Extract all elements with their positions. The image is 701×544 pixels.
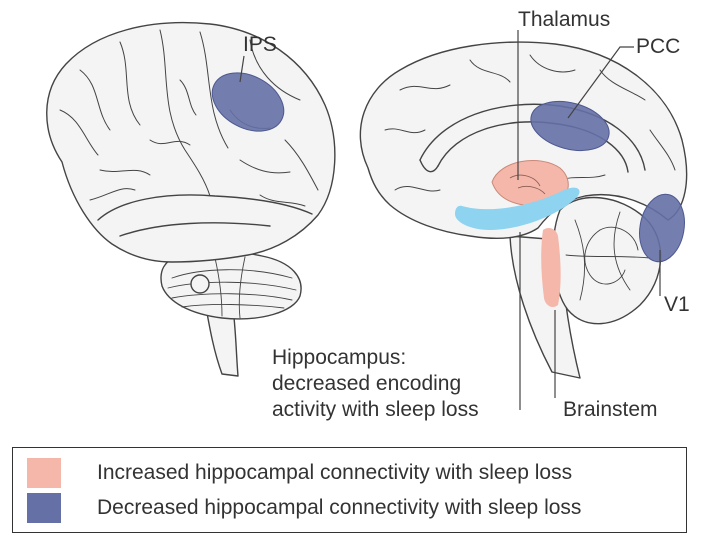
brain-illustration: [46, 21, 688, 410]
brain-diagram: IPS Thalamus PCC V1 Hippocampus: decreas…: [46, 8, 690, 421]
hippocampus-region: [455, 187, 580, 230]
temporal-lobe-line: [97, 194, 313, 221]
ips-region: [211, 72, 285, 132]
legend: Increased hippocampal connectivity with …: [12, 447, 687, 533]
cerebellum-folia: [167, 256, 297, 319]
ips-label: IPS: [243, 33, 277, 56]
leader-lines: [517, 30, 661, 410]
brainstem-label: Brainstem: [563, 398, 658, 421]
v1-label: V1: [664, 293, 690, 316]
medial-cerebellum-folia: [565, 211, 651, 301]
lateral-brain: [46, 21, 336, 377]
legend-item-decreased: Decreased hippocampal connectivity with …: [27, 493, 581, 523]
lateral-pons-knob: [190, 274, 210, 294]
legend-text-increased: Increased hippocampal connectivity with …: [97, 461, 573, 484]
lateral-cerebrum: [46, 21, 336, 263]
legend-text-decreased: Decreased hippocampal connectivity with …: [97, 496, 582, 519]
pcc-region: [530, 100, 610, 152]
hippocampus-label-line-2: decreased encoding: [272, 372, 462, 395]
decreased-swatch: [27, 493, 61, 523]
hippocampus-label-line-3: activity with sleep loss: [272, 398, 479, 421]
increased-swatch: [27, 458, 61, 488]
legend-item-increased: Increased hippocampal connectivity with …: [27, 458, 572, 488]
pcc-label: PCC: [636, 35, 681, 58]
thalamus-label: Thalamus: [518, 8, 611, 31]
ips-leader: [239, 55, 245, 83]
pcc-leader: [567, 46, 634, 119]
v1-region: [639, 193, 685, 263]
medial-brain: [359, 41, 688, 379]
brainstem-region: [541, 228, 561, 308]
hippocampus-label-line-1: Hippocampus:: [272, 346, 407, 369]
medial-gyri: [384, 54, 676, 192]
